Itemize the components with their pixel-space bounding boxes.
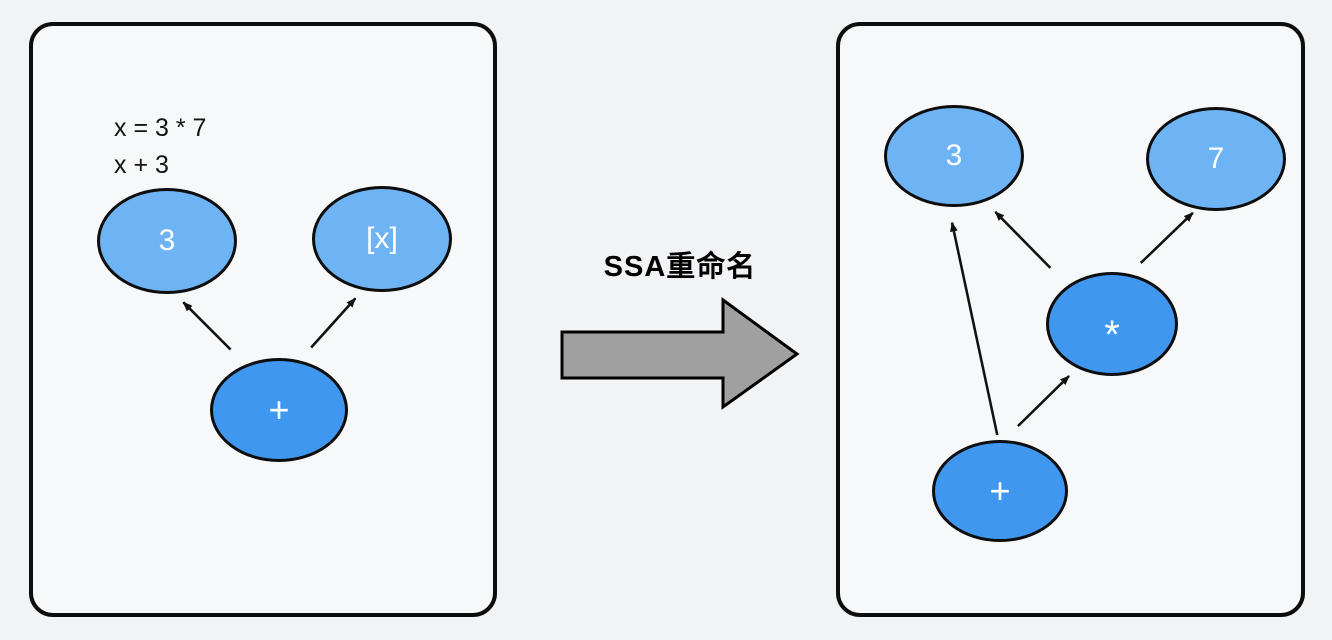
node-plus-label: + [989,470,1011,511]
node-three-label: 3 [945,139,963,172]
transform-label: SSA重命名 [603,251,757,283]
node-plus: + [210,358,348,462]
big-right-arrow-shape [560,297,800,410]
node-plus: + [932,440,1068,542]
edge-plus-to-three-arrow [182,301,232,351]
edge-plus-to-three-arrow [950,221,999,436]
edge-plus-to-x-arrow [310,297,357,349]
source-code-text: x = 3 * 7 x + 3 [114,110,206,184]
code-line-1: x = 3 * 7 [114,114,207,142]
edge-star-to-seven-arrow [1139,211,1194,264]
edge-plus-to-star-arrow [1017,375,1070,428]
node-seven: 7 [1146,107,1286,211]
node-x: [x] [312,186,452,292]
node-three: 3 [97,188,237,294]
node-three: 3 [884,105,1024,207]
code-line-2: x + 3 [114,151,169,179]
node-star-label: * [1104,312,1120,357]
left-panel-edges [182,297,357,351]
edge-star-to-three-arrow [994,210,1052,269]
node-x-label: [x] [366,222,398,255]
after-ssa-panel: 3 7 * + [836,22,1305,617]
before-ssa-panel: x = 3 * 7 x + 3 3 [x] + [29,22,497,617]
node-star: * [1046,272,1178,376]
node-seven-label: 7 [1207,142,1225,175]
node-three-label: 3 [158,224,176,257]
big-right-arrow [560,297,800,410]
node-plus-label: + [268,389,290,430]
